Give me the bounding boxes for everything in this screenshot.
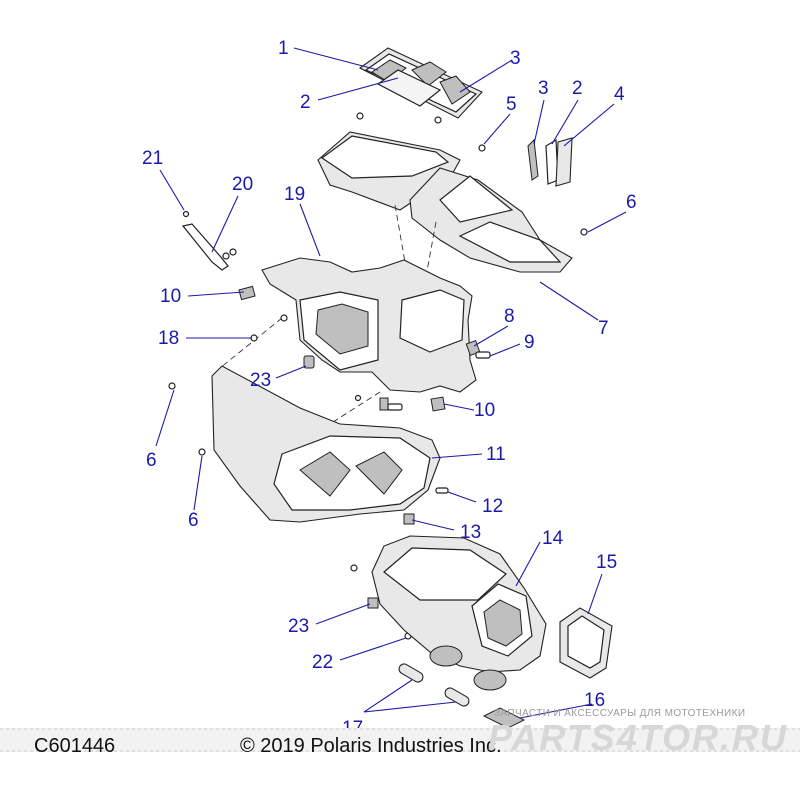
watermark: ЗАПЧАСТИ И АКСЕССУАРЫ ДЛЯ МОТОТЕХНИКИ PA… xyxy=(488,708,788,758)
callout-2: 2 xyxy=(300,92,311,113)
front-scoop-duct xyxy=(211,365,441,523)
callout-14: 14 xyxy=(542,528,564,549)
callout-9: 9 xyxy=(524,332,535,353)
callout-13: 13 xyxy=(460,522,481,543)
callout-8: 8 xyxy=(504,306,515,327)
gasket-plate xyxy=(482,707,526,729)
callout-23: 23 xyxy=(288,616,309,637)
callout-11: 11 xyxy=(486,444,506,465)
drawing-code: C601446 xyxy=(34,735,115,757)
leader-lines xyxy=(155,47,627,719)
callout-16: 16 xyxy=(584,690,605,711)
seal-ring xyxy=(559,607,613,679)
callout-7: 7 xyxy=(598,318,609,339)
mounting-bracket xyxy=(181,210,237,271)
callout-22: 22 xyxy=(312,652,333,673)
hose-clamps xyxy=(398,663,470,707)
right-side-duct xyxy=(409,167,573,283)
fasteners xyxy=(168,112,588,640)
callout-21: 21 xyxy=(142,148,163,169)
watermark-tagline: ЗАПЧАСТИ И АКСЕССУАРЫ ДЛЯ МОТОТЕХНИКИ xyxy=(494,708,745,719)
airbox-frame xyxy=(219,257,477,425)
watermark-brand: PARTS4TOR.RU xyxy=(488,717,788,758)
lower-airbox xyxy=(371,535,547,691)
callout-4: 4 xyxy=(614,84,625,105)
callout-5: 5 xyxy=(506,94,517,115)
footer: C601446 © 2019 Polaris Industries Inc. xyxy=(0,728,800,757)
callout-18: 18 xyxy=(158,328,179,349)
top-grille-assembly xyxy=(358,47,483,119)
callout-6: 6 xyxy=(146,450,157,471)
callout-6: 6 xyxy=(188,510,199,531)
callout-10: 10 xyxy=(160,286,181,307)
callout-2: 2 xyxy=(572,78,583,99)
callout-20: 20 xyxy=(232,174,253,195)
callout-15: 15 xyxy=(596,552,617,573)
callout-labels: 1 2 3 3 2 4 5 21 20 19 6 10 18 8 9 7 23 … xyxy=(142,38,637,739)
callout-6: 6 xyxy=(626,192,637,213)
seal-strips xyxy=(527,137,573,187)
callout-19: 19 xyxy=(284,184,305,205)
callout-3: 3 xyxy=(538,78,549,99)
copyright-notice: © 2019 Polaris Industries Inc. xyxy=(240,735,502,757)
callout-10: 10 xyxy=(474,400,495,421)
callout-3: 3 xyxy=(510,48,521,69)
callout-12: 12 xyxy=(482,496,503,517)
callout-23: 23 xyxy=(250,370,271,391)
callout-1: 1 xyxy=(278,38,289,59)
